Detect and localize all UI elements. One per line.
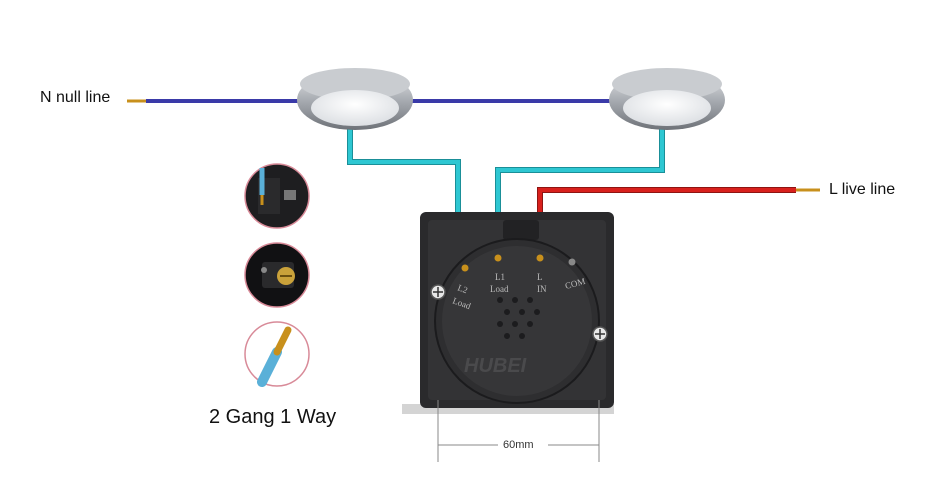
terminal-sub-in: IN (537, 284, 547, 294)
dimension-label: 60mm (503, 439, 534, 451)
screw-terminal-icon (244, 242, 310, 308)
load-wire-l1 (495, 128, 665, 245)
lamp-2 (609, 68, 725, 130)
insulated-wire-icon (244, 321, 310, 387)
watermark: HUBEI (464, 355, 527, 377)
live-line-label: L live line (829, 181, 896, 198)
lamp-1 (297, 68, 413, 130)
terminal-label-l2: L2 (456, 282, 469, 295)
diagram-title: 2 Gang 1 Way (209, 406, 337, 428)
dimension-line (437, 400, 600, 462)
wire-stripped-icon (244, 163, 310, 229)
terminal-sub-l1: Load (490, 284, 509, 294)
terminal-label-l: L (537, 272, 543, 282)
neutral-line-label: N null line (40, 89, 111, 106)
terminal-label-l1: L1 (495, 272, 505, 282)
switch-module (402, 212, 614, 414)
